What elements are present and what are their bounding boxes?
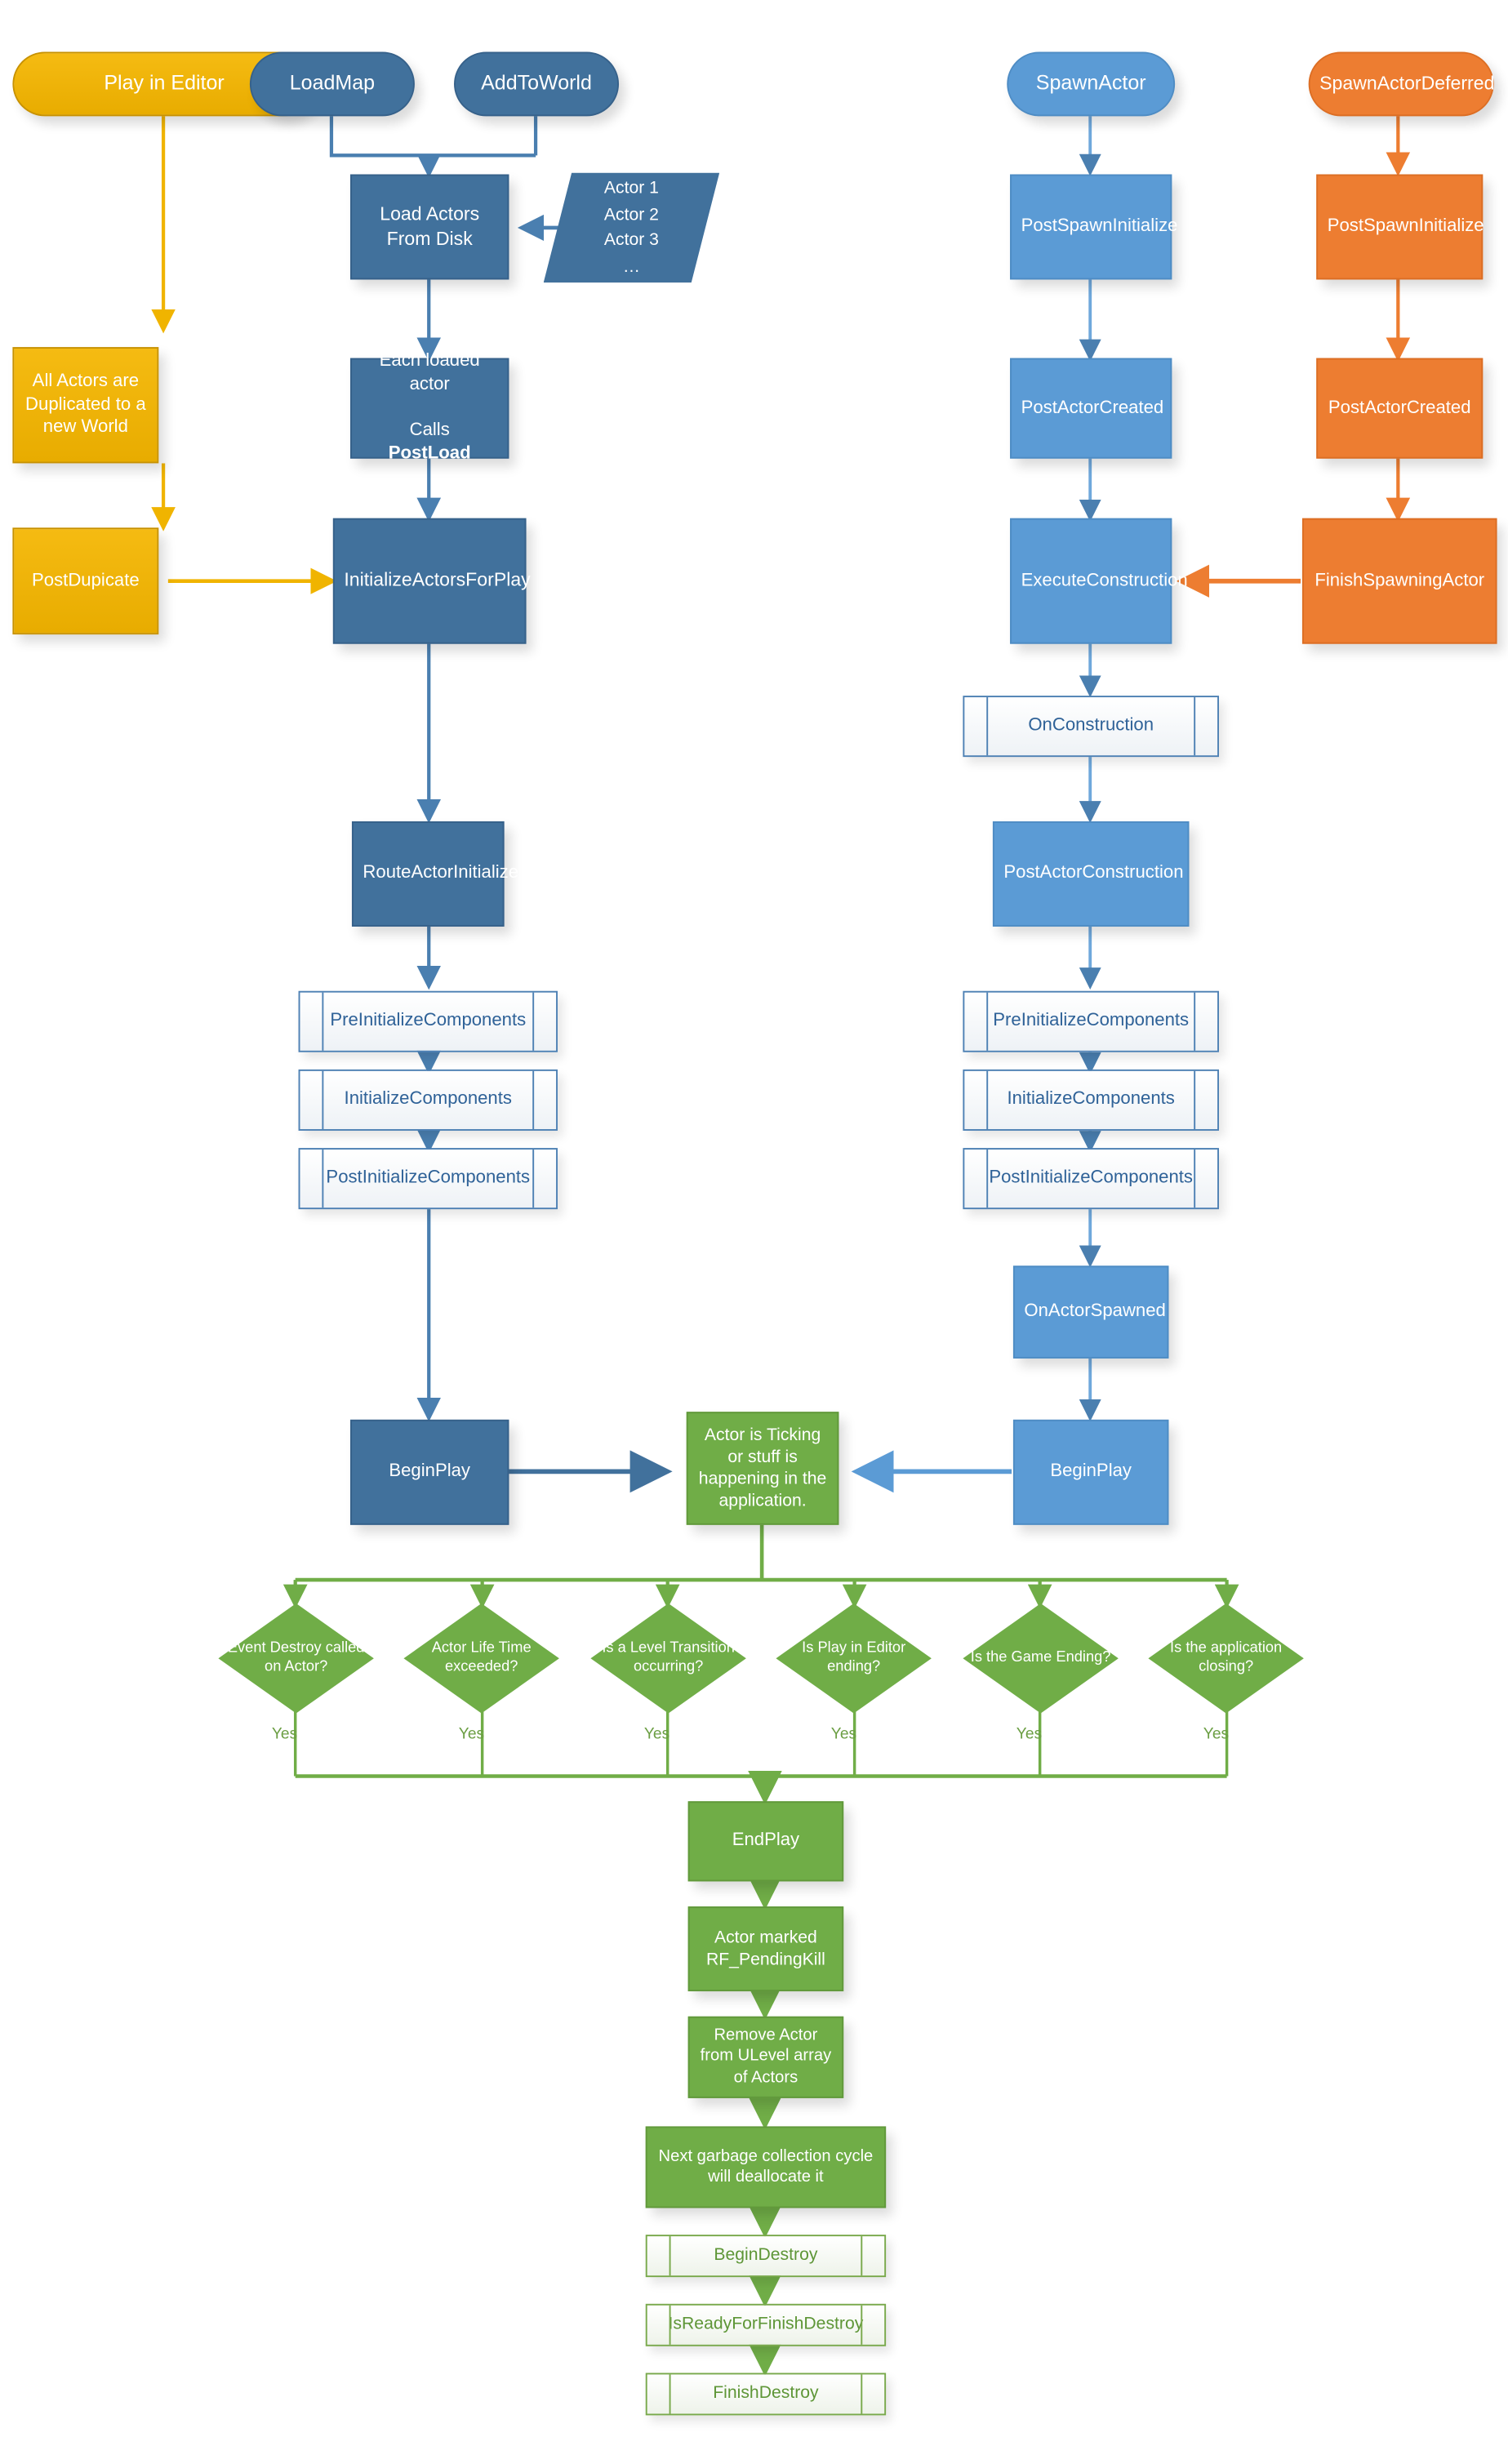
decision-label: Is the application closing? [1170,1639,1283,1676]
process-each-loaded-actor-calls-postload[interactable]: Each loaded actor Calls PostLoad [350,352,509,464]
process-load-actors-from-disk[interactable]: Load Actors From Disk [350,174,509,280]
process-postactorcreated-deferred[interactable]: PostActorCreated [1316,358,1484,459]
decision-label: Is Play in Editor ending? [802,1639,906,1676]
process-postspawninitialize-spawnactor[interactable]: PostSpawnInitialize [1010,174,1177,280]
process-endplay[interactable]: EndPlay [687,1801,844,1882]
process-actor-is-ticking[interactable]: Actor is Ticking or stuff is happening i… [686,1412,839,1525]
subprocess-isreadyforfinishdestroy[interactable]: IsReadyForFinishDestroy [645,2303,887,2346]
actor-list-line-3: Actor 3 [603,230,659,250]
subprocess-postinitializecomponents-right[interactable]: PostInitializeComponents [963,1148,1219,1210]
decision-application-closing[interactable]: Is the application closing? [1148,1603,1304,1714]
subprocess-finishdestroy[interactable]: FinishDestroy [645,2373,887,2416]
data-actor-list[interactable]: Actor 1 Actor 2 Actor 3 … [543,172,720,283]
branch-label-application-closing: Yes [1203,1725,1230,1744]
process-remove-actor-from-ulevel[interactable]: Remove Actor from ULevel array of Actors [687,2016,844,2098]
decision-level-transition[interactable]: Is a Level Transition occurring? [590,1603,746,1714]
terminator-spawnactor[interactable]: SpawnActor [1007,51,1176,117]
branch-label-actor-life-time: Yes [458,1725,485,1744]
terminator-spawnactordeferred[interactable]: SpawnActorDeferred [1308,51,1494,117]
branch-label-event-destroy: Yes [271,1725,298,1744]
process-postspawninitialize-deferred[interactable]: PostSpawnInitialize [1316,174,1484,280]
branch-label-level-transition: Yes [643,1725,670,1744]
decision-game-ending[interactable]: Is the Game Ending? [963,1603,1119,1714]
decision-label: Is the Game Ending? [970,1648,1111,1666]
process-all-actors-duplicated[interactable]: All Actors are Duplicated to a new World [12,347,159,464]
each-loaded-actor-line1: Each loaded actor [379,352,480,394]
decision-actor-life-time[interactable]: Actor Life Time exceeded? [403,1603,559,1714]
branch-label-play-in-editor-ending: Yes [830,1725,857,1744]
subprocess-initializecomponents-left[interactable]: InitializeComponents [298,1069,558,1131]
process-next-gc-cycle[interactable]: Next garbage collection cycle will deall… [645,2126,887,2208]
process-executeconstruction[interactable]: ExecuteConstruction [1010,518,1188,644]
process-finishspawningactor[interactable]: FinishSpawningActor [1301,518,1497,644]
actor-list-line-1: Actor 1 [603,179,659,198]
process-initializeactorsforplay[interactable]: InitializeActorsForPlay [332,518,531,644]
branch-label-game-ending: Yes [1016,1725,1043,1744]
decision-label: Event Destroy called on Actor? [227,1639,365,1676]
terminator-loadmap[interactable]: LoadMap [249,51,415,117]
decision-play-in-editor-ending[interactable]: Is Play in Editor ending? [776,1603,932,1714]
actor-list-line-2: Actor 2 [603,205,659,225]
process-actor-marked-pendingkill[interactable]: Actor marked RF_PendingKill [687,1906,844,1992]
subprocess-preinitializecomponents-left[interactable]: PreInitializeComponents [298,990,558,1052]
process-beginplay-right[interactable]: BeginPlay [1012,1419,1169,1525]
decision-label: Actor Life Time exceeded? [431,1639,532,1676]
process-postactorcreated-spawnactor[interactable]: PostActorCreated [1010,358,1172,459]
terminator-addtoworld[interactable]: AddToWorld [454,51,620,117]
subprocess-begindestroy[interactable]: BeginDestroy [645,2235,887,2278]
each-loaded-actor-line2-prefix: Calls [409,421,450,441]
subprocess-preinitializecomponents-right[interactable]: PreInitializeComponents [963,990,1219,1052]
each-loaded-actor-postload: PostLoad [388,444,471,464]
process-onactorspawned[interactable]: OnActorSpawned [1012,1265,1169,1359]
decision-event-destroy[interactable]: Event Destroy called on Actor? [218,1603,374,1714]
subprocess-onconstruction[interactable]: OnConstruction [963,696,1219,758]
actor-list-line-4: … [622,256,640,276]
process-beginplay-left[interactable]: BeginPlay [350,1419,509,1525]
decision-label: Is a Level Transition occurring? [602,1639,735,1676]
subprocess-postinitializecomponents-left[interactable]: PostInitializeComponents [298,1148,558,1210]
subprocess-initializecomponents-right[interactable]: InitializeComponents [963,1069,1219,1131]
parallelogram-shape [543,172,720,283]
process-postactorconstruction[interactable]: PostActorConstruction [992,821,1190,927]
process-postduplicate[interactable]: PostDupicate [12,527,159,635]
process-routeactorinitialize[interactable]: RouteActorInitialize [351,821,518,927]
